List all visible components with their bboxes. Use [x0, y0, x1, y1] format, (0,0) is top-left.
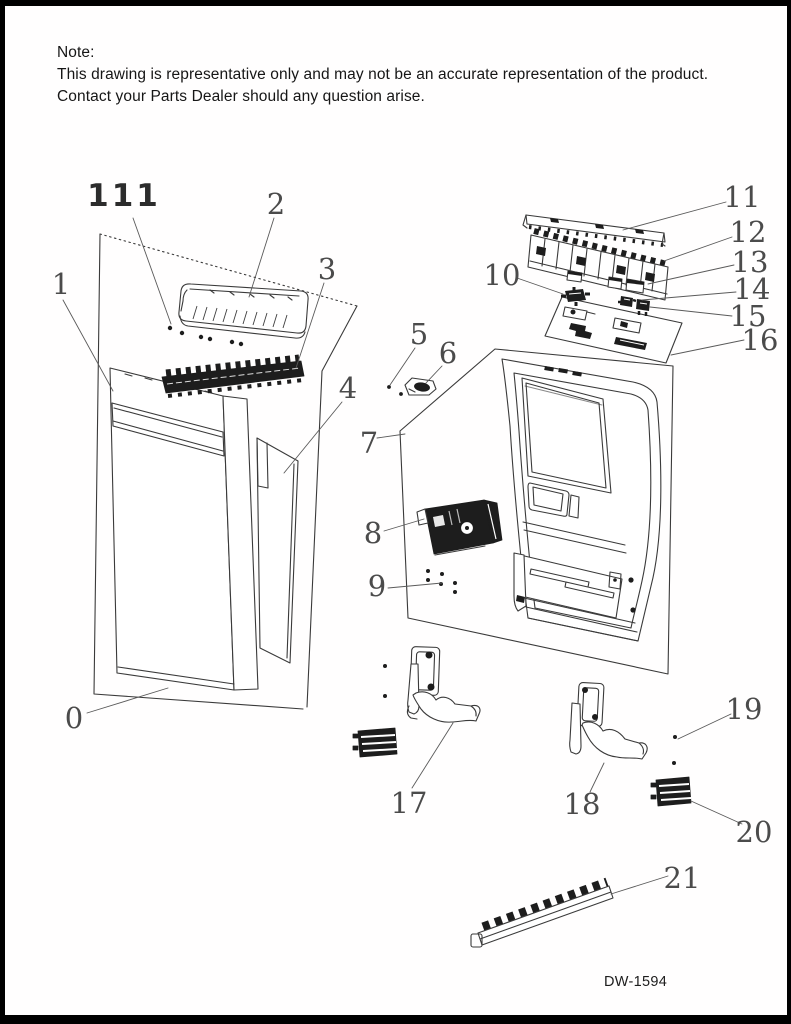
callout-4: 4 [338, 371, 358, 405]
callout-9: 9 [367, 569, 387, 603]
part-1-door-front-panel [109, 367, 259, 691]
part-9-screws [426, 569, 457, 594]
part-12-rail [527, 228, 669, 301]
leader-lines [62, 201, 745, 895]
part-3-toothed-rail [161, 354, 305, 398]
callout-5: 5 [409, 317, 429, 351]
note-block: Note: This drawing is representative onl… [57, 42, 708, 108]
note-line-2: Contact your Parts Dealer should any que… [57, 88, 425, 105]
callout-16: 16 [741, 323, 779, 357]
part-5-screws [387, 385, 403, 396]
part-16-platform [544, 296, 683, 364]
callout-12: 12 [729, 215, 767, 249]
note-line-1: This drawing is representative only and … [57, 66, 709, 83]
part-13-clips [566, 270, 645, 294]
callout-15: 15 [729, 299, 767, 333]
callout-10: 10 [483, 258, 521, 292]
callout-14: 14 [733, 272, 771, 306]
drawing-number: DW-1594 [604, 974, 668, 990]
callout-111: 111 [87, 178, 161, 214]
right-assembly-boundary [399, 348, 674, 675]
callout-19: 19 [725, 692, 763, 726]
callout-0: 0 [64, 701, 84, 735]
part-17-hinge [383, 646, 481, 723]
part-18-hinge [569, 682, 648, 760]
callout-2: 2 [266, 187, 286, 221]
part-20-grille-bracket [650, 776, 692, 807]
screws-row-111 [167, 325, 244, 347]
callout-11: 11 [723, 180, 761, 214]
part-8-latch-assembly [416, 499, 503, 556]
part-6-bracket [404, 377, 437, 396]
part-11-rail [522, 214, 666, 247]
note-heading: Note: [57, 44, 95, 61]
callout-6: 6 [438, 336, 458, 370]
callout-13: 13 [731, 245, 769, 279]
exploded-view-diagram [62, 201, 745, 948]
callout-3: 3 [317, 252, 337, 286]
callout-8: 8 [363, 516, 383, 550]
part-15-clip [636, 299, 650, 316]
part-19-screws [672, 735, 677, 765]
part-10-clip [561, 287, 590, 306]
part-14-clip [618, 296, 637, 307]
grille-bracket-left [352, 727, 398, 758]
callout-17: 17 [390, 786, 428, 820]
callout-21: 21 [663, 861, 701, 895]
part-2-storage-tray [178, 283, 309, 339]
part-7-inner-door-panel [501, 358, 662, 642]
callout-7: 7 [359, 426, 379, 460]
callout-18: 18 [563, 787, 601, 821]
callout-20: 20 [735, 815, 773, 849]
callout-1: 1 [51, 267, 71, 301]
part-21-toothed-rail [470, 877, 614, 948]
part-4-liner-panel [256, 437, 299, 664]
